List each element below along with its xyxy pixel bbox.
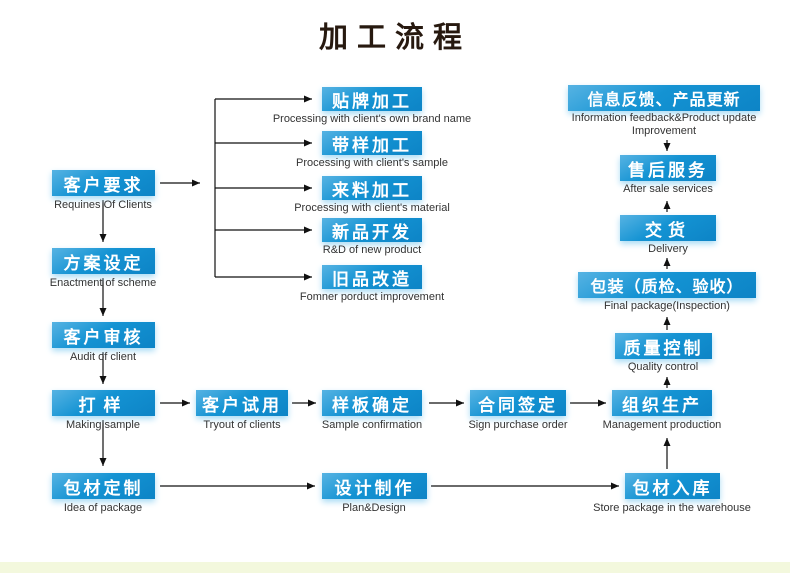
- node-caption: Requines Of Clients: [54, 199, 152, 211]
- node-design: 设计制作: [322, 473, 427, 499]
- node-production: 组织生产: [612, 390, 712, 416]
- node-client-requirements: 客户要求: [52, 170, 155, 196]
- node-old-product: 旧品改造: [322, 265, 422, 289]
- node-caption: Processing with client's own brand name: [272, 113, 472, 125]
- node-caption: Quality control: [627, 361, 699, 373]
- node-client-audit: 客户审核: [52, 322, 155, 348]
- node-caption: Sample confirmation: [321, 419, 423, 431]
- node-label: 客户审核: [63, 327, 144, 347]
- node-caption: Management production: [602, 419, 722, 431]
- node-label: 新品开发: [332, 222, 412, 242]
- node-caption: Store package in the warehouse: [593, 502, 751, 514]
- node-label: 带样加工: [332, 135, 412, 155]
- node-label: 设计制作: [334, 478, 415, 498]
- node-label: 包装（质检、验收）: [590, 279, 744, 296]
- node-caption: Making sample: [66, 419, 140, 431]
- node-caption: Enactment of scheme: [49, 277, 157, 289]
- node-sample-processing: 带样加工: [322, 131, 422, 155]
- node-caption: Processing with client's sample: [296, 157, 448, 169]
- node-caption: R&D of new product: [322, 244, 422, 256]
- node-caption: After sale services: [623, 183, 713, 195]
- node-label: 方案设定: [63, 253, 144, 273]
- node-client-tryout: 客户试用: [196, 390, 288, 416]
- node-final-package: 包装（质检、验收）: [578, 272, 756, 298]
- node-caption: Fomner porduct improvement: [299, 291, 445, 303]
- node-oem-processing: 贴牌加工: [322, 87, 422, 111]
- node-label: 组织生产: [622, 395, 702, 415]
- node-label: 旧品改造: [332, 269, 412, 289]
- node-scheme-enactment: 方案设定: [52, 248, 155, 274]
- node-package-customization: 包材定制: [52, 473, 155, 499]
- node-label: 质量控制: [623, 338, 704, 358]
- node-delivery: 交货: [620, 215, 716, 241]
- node-new-product: 新品开发: [322, 218, 422, 242]
- node-label: 包材定制: [63, 478, 144, 498]
- node-caption: Sign purchase order: [468, 419, 568, 431]
- node-label: 样板确定: [332, 395, 412, 415]
- node-material-processing: 来料加工: [322, 176, 422, 200]
- node-feedback: 信息反馈、产品更新: [568, 85, 760, 111]
- node-label: 打样: [78, 395, 129, 415]
- node-quality-control: 质量控制: [615, 333, 712, 359]
- node-label: 包材入库: [632, 478, 713, 498]
- node-caption: Tryout of clients: [203, 419, 281, 431]
- node-sampling: 打样: [52, 390, 155, 416]
- node-caption: Information feedback&Product update Impr…: [571, 112, 757, 137]
- node-caption: Plan&Design: [342, 502, 406, 514]
- node-contract-signing: 合同签定: [470, 390, 566, 416]
- node-after-sale: 售后服务: [620, 155, 716, 181]
- node-label: 来料加工: [332, 180, 412, 200]
- node-label: 贴牌加工: [332, 91, 412, 111]
- node-label: 售后服务: [628, 160, 708, 180]
- node-caption: Processing with client's material: [294, 202, 450, 214]
- node-caption: Final package(Inspection): [604, 300, 730, 312]
- node-warehouse: 包材入库: [625, 473, 720, 499]
- page-title: 加工流程: [318, 22, 471, 54]
- node-caption: Audit of client: [69, 351, 137, 363]
- footer-strip: [0, 562, 790, 573]
- node-caption: Idea of package: [63, 502, 143, 514]
- node-label: 合同签定: [478, 395, 558, 415]
- node-label: 交货: [645, 220, 691, 240]
- node-label: 客户要求: [63, 175, 144, 195]
- node-sample-confirmation: 样板确定: [322, 390, 422, 416]
- node-label: 客户试用: [202, 395, 282, 415]
- node-label: 信息反馈、产品更新: [587, 92, 741, 109]
- node-caption: Delivery: [648, 243, 688, 255]
